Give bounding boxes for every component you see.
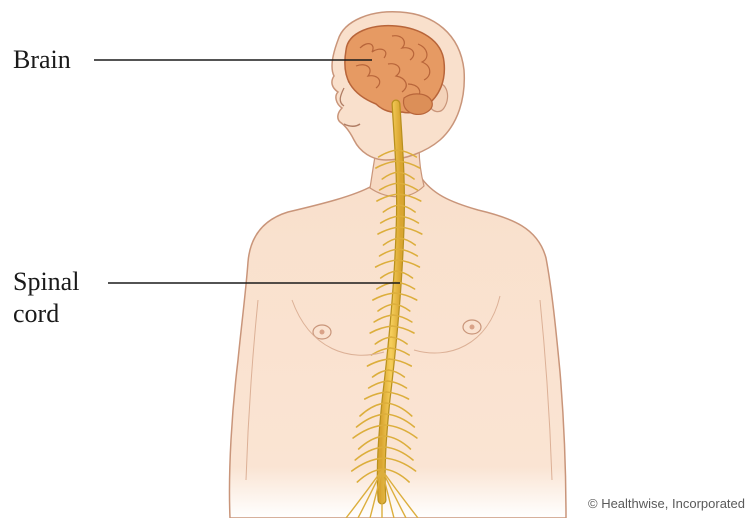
copyright-credit: © Healthwise, Incorporated xyxy=(588,496,745,511)
spinal-cord-label-line1: Spinal xyxy=(13,269,79,295)
brain-label: Brain xyxy=(13,47,71,73)
spinal-cord-label-line2: cord xyxy=(13,301,59,327)
